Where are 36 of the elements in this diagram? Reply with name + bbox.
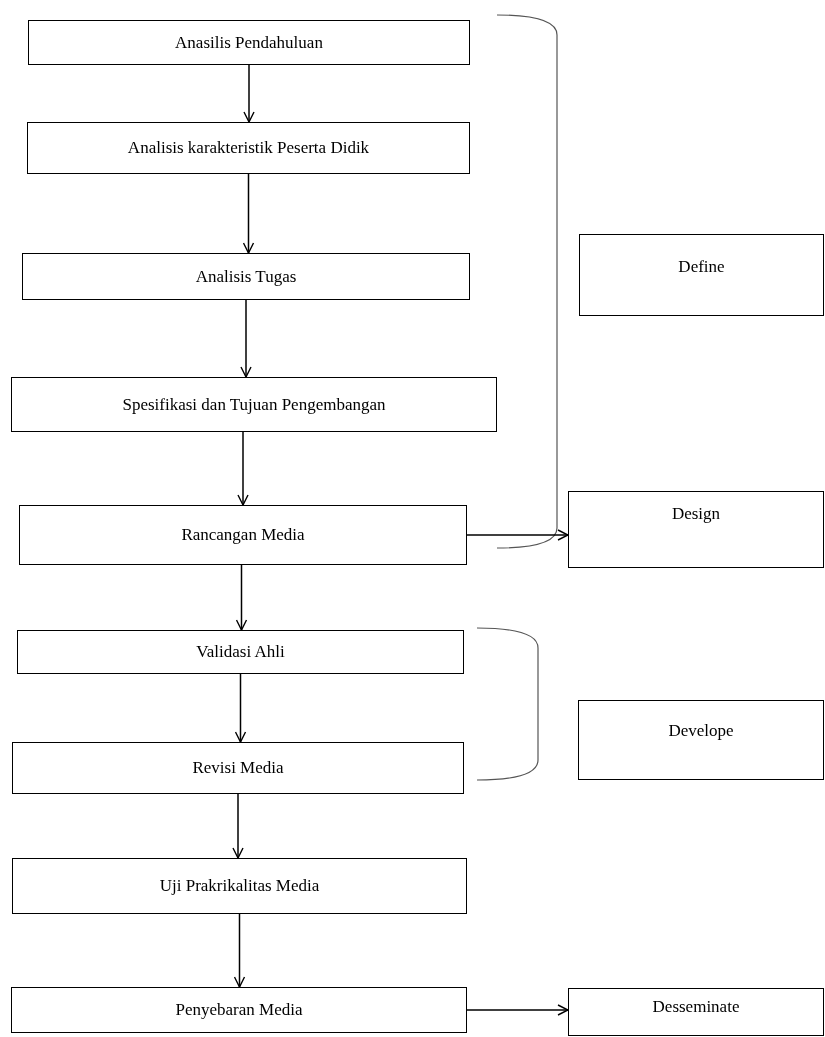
arrow (235, 564, 248, 631)
process-box (28, 20, 470, 65)
process-box (17, 630, 464, 674)
arrow (234, 673, 247, 743)
arrow (243, 64, 255, 123)
process-box (12, 742, 464, 794)
process-box (11, 377, 497, 432)
step-label: Analisis karakteristik Peserta Didik (127, 138, 370, 158)
step-label: Anasilis Pendahuluan (175, 32, 323, 53)
process-box (22, 253, 470, 300)
step-label: Revisi Media (192, 758, 284, 778)
stage-box (568, 988, 824, 1036)
arrow (233, 913, 246, 988)
step-label: Validasi Ahli (196, 642, 285, 662)
step-label: Analisis Tugas (195, 266, 297, 287)
process-box (19, 505, 467, 565)
step-label: Penyebaran Media (175, 1000, 303, 1020)
stage-label: Desseminate (652, 997, 740, 1017)
arrow (237, 431, 249, 506)
stage-box (579, 234, 824, 316)
arrow (466, 529, 569, 541)
stage-label: Design (671, 504, 721, 524)
step-label: Rancangan Media (181, 525, 305, 545)
stage-box (568, 491, 824, 568)
arrow (466, 1004, 569, 1016)
stage-label: Define (678, 257, 725, 277)
process-box (11, 987, 467, 1033)
stage-box (578, 700, 824, 780)
process-box (27, 122, 470, 174)
step-label: Spesifikasi dan Tujuan Pengembangan (122, 394, 386, 415)
process-box (12, 858, 467, 914)
arrow (242, 173, 255, 254)
stage-label: Develope (668, 721, 734, 741)
arrow (240, 299, 252, 378)
step-label: Uji Prakrikalitas Media (159, 876, 320, 896)
arrow (232, 793, 244, 859)
